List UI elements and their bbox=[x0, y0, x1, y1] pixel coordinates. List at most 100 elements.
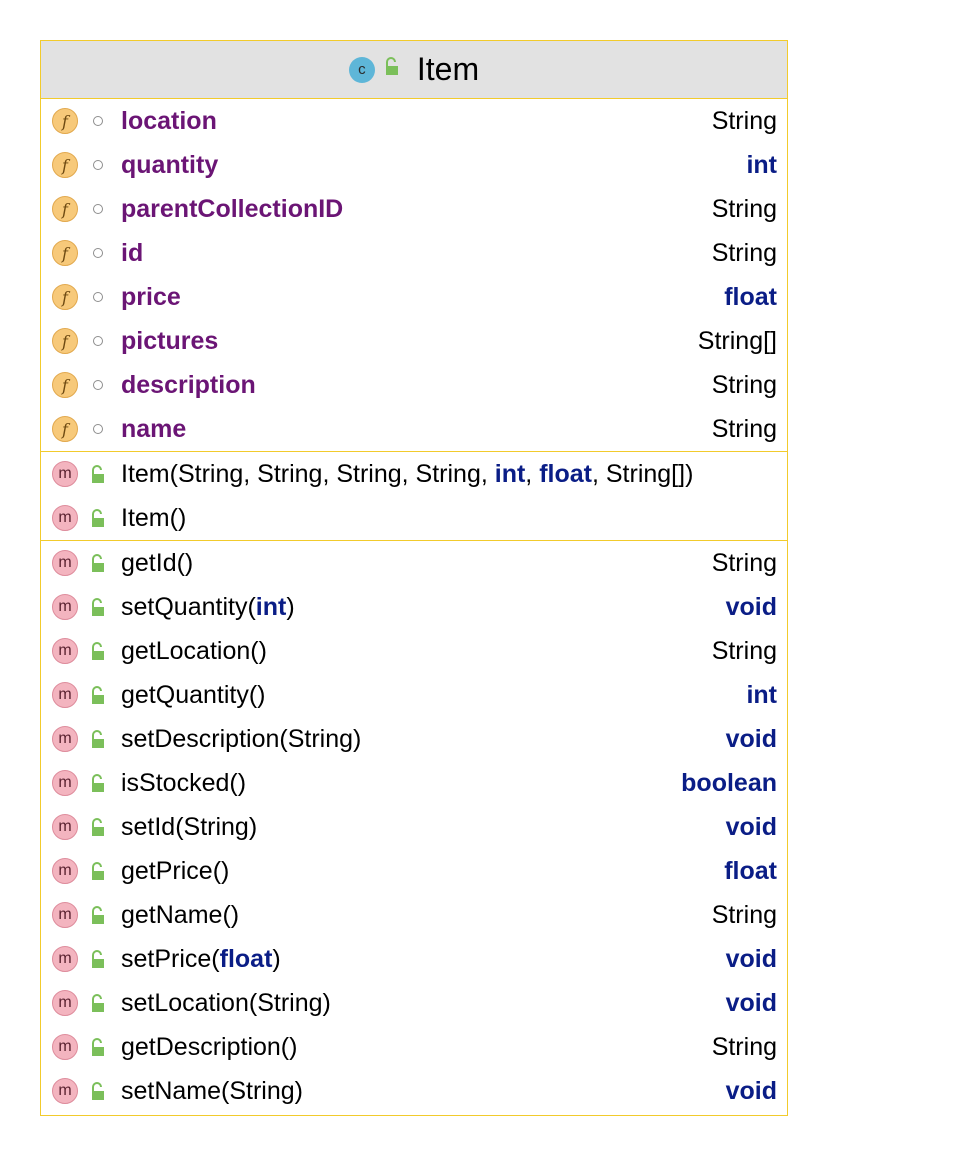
method-row[interactable]: m getPrice() float bbox=[41, 849, 787, 893]
signature-text: setLocation(String) bbox=[121, 988, 331, 1017]
member-signature: Item() bbox=[121, 504, 186, 533]
member-type: String[] bbox=[697, 326, 777, 355]
method-badge-icon: m bbox=[52, 1034, 78, 1060]
member-type: float bbox=[724, 856, 777, 885]
member-type: String bbox=[711, 370, 777, 399]
package-visibility-icon bbox=[93, 204, 103, 214]
field-name: price bbox=[121, 282, 181, 311]
field-badge-icon: f bbox=[52, 328, 78, 354]
signature-text: setQuantity( bbox=[121, 592, 256, 621]
method-row[interactable]: m setLocation(String) void bbox=[41, 981, 787, 1025]
method-badge-icon: m bbox=[52, 1078, 78, 1104]
signature-text: setName(String) bbox=[121, 1076, 303, 1105]
signature-text: , bbox=[525, 459, 540, 488]
member-type: void bbox=[725, 988, 777, 1017]
member-signature: getPrice() bbox=[121, 857, 229, 886]
package-visibility-icon bbox=[93, 116, 103, 126]
field-name: description bbox=[121, 370, 256, 399]
package-visibility-icon bbox=[93, 160, 103, 170]
signature-text: setPrice( bbox=[121, 944, 220, 973]
member-type: void bbox=[725, 592, 777, 621]
method-badge-icon: m bbox=[52, 946, 78, 972]
member-type: int bbox=[746, 150, 777, 179]
signature-text: getPrice() bbox=[121, 856, 230, 885]
field-name: name bbox=[121, 414, 187, 443]
method-badge-icon: m bbox=[52, 682, 78, 708]
package-visibility-icon bbox=[93, 336, 103, 346]
field-name: pictures bbox=[121, 326, 219, 355]
public-lock-icon bbox=[89, 818, 107, 843]
member-signature: Item(String, String, String, String, int… bbox=[121, 460, 693, 489]
field-name: location bbox=[121, 106, 217, 135]
member-signature: setPrice(float) bbox=[121, 945, 281, 974]
field-badge-icon: f bbox=[52, 240, 78, 266]
member-type: String bbox=[711, 194, 777, 223]
member-signature: getQuantity() bbox=[121, 681, 266, 710]
member-signature: isStocked() bbox=[121, 769, 246, 798]
public-lock-icon bbox=[89, 554, 107, 579]
method-row[interactable]: m isStocked() boolean bbox=[41, 761, 787, 805]
signature-keyword: int bbox=[255, 592, 287, 621]
method-badge-icon: m bbox=[52, 638, 78, 664]
signature-text: getLocation() bbox=[121, 636, 267, 665]
method-badge-icon: m bbox=[52, 990, 78, 1016]
member-type: String bbox=[711, 900, 777, 929]
member-signature: setLocation(String) bbox=[121, 989, 331, 1018]
class-header[interactable]: c Item bbox=[41, 41, 787, 99]
method-badge-icon: m bbox=[52, 814, 78, 840]
member-signature: setDescription(String) bbox=[121, 725, 361, 754]
field-badge-icon: f bbox=[52, 284, 78, 310]
signature-text: Item() bbox=[121, 503, 187, 532]
package-visibility-icon bbox=[93, 292, 103, 302]
public-lock-icon bbox=[89, 465, 107, 490]
constructors-section: m Item(String, String, String, String, in… bbox=[41, 452, 787, 541]
constructor-row[interactable]: m Item() bbox=[41, 496, 787, 540]
member-signature: setId(String) bbox=[121, 813, 257, 842]
class-icon: c bbox=[348, 56, 375, 83]
member-type: boolean bbox=[681, 768, 777, 797]
package-visibility-icon bbox=[93, 424, 103, 434]
package-visibility-icon bbox=[93, 248, 103, 258]
field-name: parentCollectionID bbox=[121, 194, 344, 223]
signature-keyword: float bbox=[219, 944, 273, 973]
public-lock-icon bbox=[89, 509, 107, 534]
lock-open-icon bbox=[383, 57, 401, 82]
public-lock-icon bbox=[89, 642, 107, 667]
member-signature: setQuantity(int) bbox=[121, 593, 295, 622]
field-row[interactable]: f pictures String[] bbox=[41, 319, 787, 363]
member-type: String bbox=[711, 548, 777, 577]
signature-keyword: float bbox=[539, 459, 592, 488]
signature-text: ) bbox=[272, 944, 281, 973]
member-signature: getDescription() bbox=[121, 1033, 297, 1062]
member-type: void bbox=[725, 944, 777, 973]
public-lock-icon bbox=[89, 686, 107, 711]
method-badge-icon: m bbox=[52, 770, 78, 796]
signature-text: getId() bbox=[121, 548, 194, 577]
public-lock-icon bbox=[89, 774, 107, 799]
member-type: void bbox=[725, 724, 777, 753]
method-row[interactable]: m setPrice(float) void bbox=[41, 937, 787, 981]
method-badge-icon: m bbox=[52, 858, 78, 884]
method-badge-icon: m bbox=[52, 505, 78, 531]
member-signature: getLocation() bbox=[121, 637, 267, 666]
field-badge-icon: f bbox=[52, 196, 78, 222]
method-badge-icon: m bbox=[52, 902, 78, 928]
field-row[interactable]: f parentCollectionID String bbox=[41, 187, 787, 231]
